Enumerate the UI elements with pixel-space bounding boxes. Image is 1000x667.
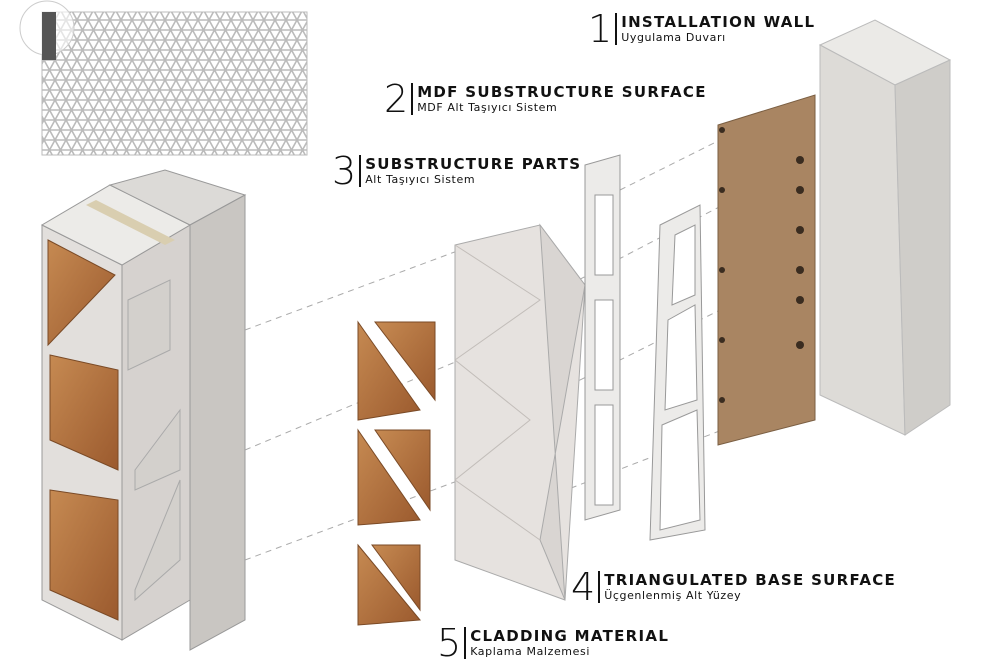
- label-subtitle: Üçgenlenmiş Alt Yüzey: [604, 589, 742, 602]
- label-number: 4: [571, 565, 595, 609]
- cladding-tiles: [357, 320, 436, 626]
- installation-wall: [818, 19, 952, 436]
- label-title: MDF SUBSTRUCTURE SURFACE: [417, 83, 707, 101]
- label-subtitle: MDF Alt Taşıyıcı Sistem: [417, 101, 558, 114]
- triangulated-base-surface: [454, 223, 586, 601]
- label-number: 1: [588, 7, 612, 51]
- label-number: 2: [384, 77, 408, 121]
- label-number: 3: [332, 149, 356, 193]
- label-title: CLADDING MATERIAL: [470, 627, 670, 645]
- label-number: 5: [437, 621, 461, 665]
- label-subtitle: Uygulama Duvarı: [621, 31, 726, 44]
- label-title: SUBSTRUCTURE PARTS: [365, 155, 582, 173]
- substructure-parts: [584, 154, 706, 541]
- label-subtitle: Alt Taşıyıcı Sistem: [365, 173, 476, 186]
- label-title: TRIANGULATED BASE SURFACE: [604, 571, 897, 589]
- label-title: INSTALLATION WALL: [621, 13, 816, 31]
- assembled-panel: [40, 169, 247, 651]
- label-subtitle: Kaplama Malzemesi: [470, 645, 590, 658]
- mesh-pattern-preview: [19, 0, 308, 156]
- mdf-board: [717, 94, 816, 446]
